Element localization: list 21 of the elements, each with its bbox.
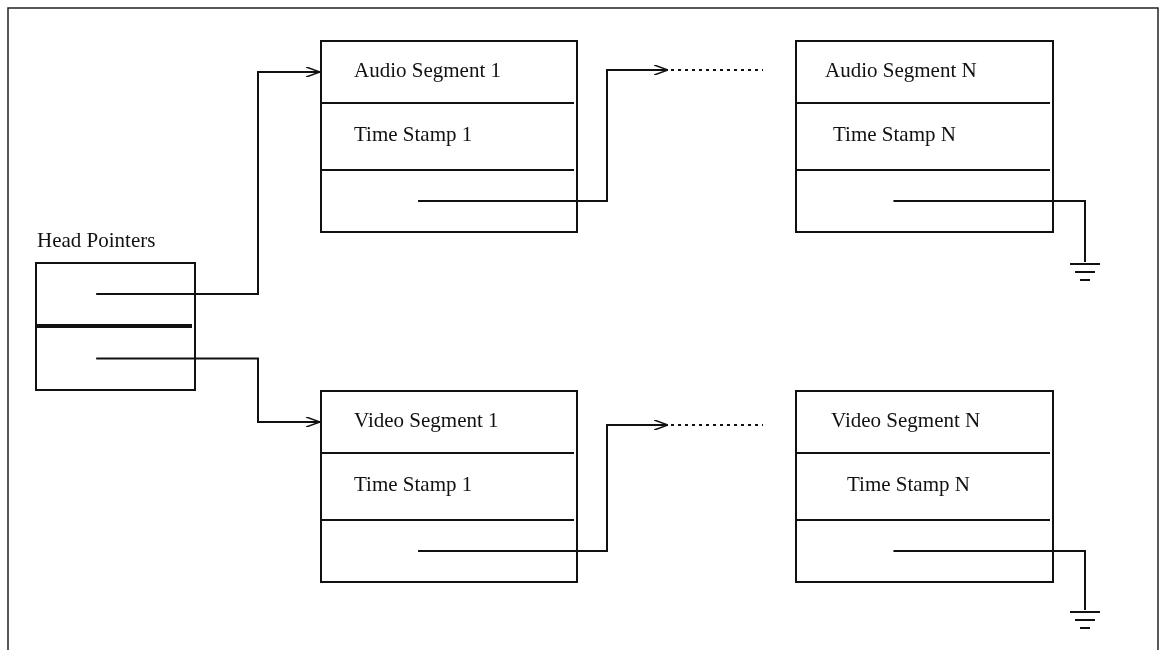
list-node-record	[795, 390, 1054, 583]
field-label: Time Stamp N	[833, 122, 956, 147]
field-label: Time Stamp 1	[354, 122, 473, 147]
table-heading: Head Pointers	[37, 228, 156, 253]
arrow	[417, 419, 669, 552]
ground-symbol	[1070, 610, 1100, 632]
connector-line	[892, 550, 1086, 611]
field-label: Video Segment 1	[354, 408, 499, 433]
arrow	[95, 66, 321, 295]
field-label: Time Stamp N	[847, 472, 970, 497]
list-node-record	[795, 40, 1054, 233]
list-node-record	[320, 390, 578, 583]
list-node-record	[320, 40, 578, 233]
arrow	[95, 357, 321, 428]
field-label: Video Segment N	[831, 408, 981, 433]
field-label: Audio Segment 1	[354, 58, 501, 83]
field-label: Time Stamp 1	[354, 472, 473, 497]
ground-symbol	[1070, 262, 1100, 284]
connector-line	[892, 200, 1086, 263]
arrow	[417, 64, 669, 202]
field-label: Audio Segment N	[825, 58, 977, 83]
